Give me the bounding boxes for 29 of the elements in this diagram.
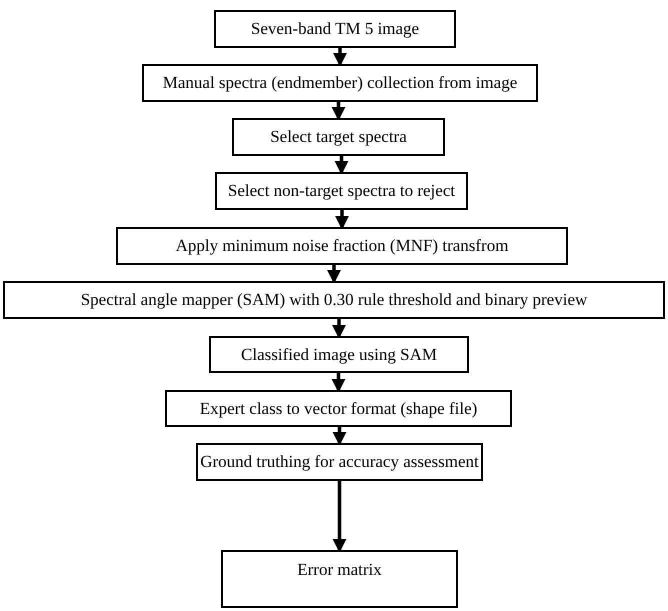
step-label: Error matrix [297, 560, 382, 580]
arrow [333, 48, 347, 67]
process-box [165, 390, 512, 427]
arrow [332, 373, 346, 393]
process-box [215, 172, 468, 210]
arrow [334, 156, 348, 175]
process-box [142, 64, 538, 102]
process-box [232, 118, 445, 156]
arrow [332, 102, 346, 121]
process-box [221, 550, 458, 608]
step-label: Select target spectra [270, 127, 407, 147]
step-label: Select non-target spectra to reject [228, 181, 456, 201]
process-box [196, 443, 483, 481]
arrow [327, 265, 341, 284]
process-box [3, 281, 665, 319]
step-label: Manual spectra (endmember) collection from image [162, 73, 518, 93]
step-label: Seven-band TM 5 image [250, 19, 420, 39]
process-box [116, 227, 568, 265]
step-label: Ground truthing for accuracy assessment [200, 452, 479, 472]
process-box [214, 10, 456, 48]
arrow [335, 210, 349, 230]
step-label: Classified image using SAM [241, 344, 437, 364]
arrow [332, 319, 346, 339]
process-box [209, 336, 469, 373]
arrow [332, 427, 346, 446]
step-label: Apply minimum noise fraction (MNF) transfrom [176, 236, 508, 256]
step-label: Spectral angle mapper (SAM) with 0.30 rule threshold and binary preview [80, 290, 588, 310]
step-label: Expert class to vector format (shape file) [200, 398, 478, 418]
arrow [332, 481, 346, 553]
